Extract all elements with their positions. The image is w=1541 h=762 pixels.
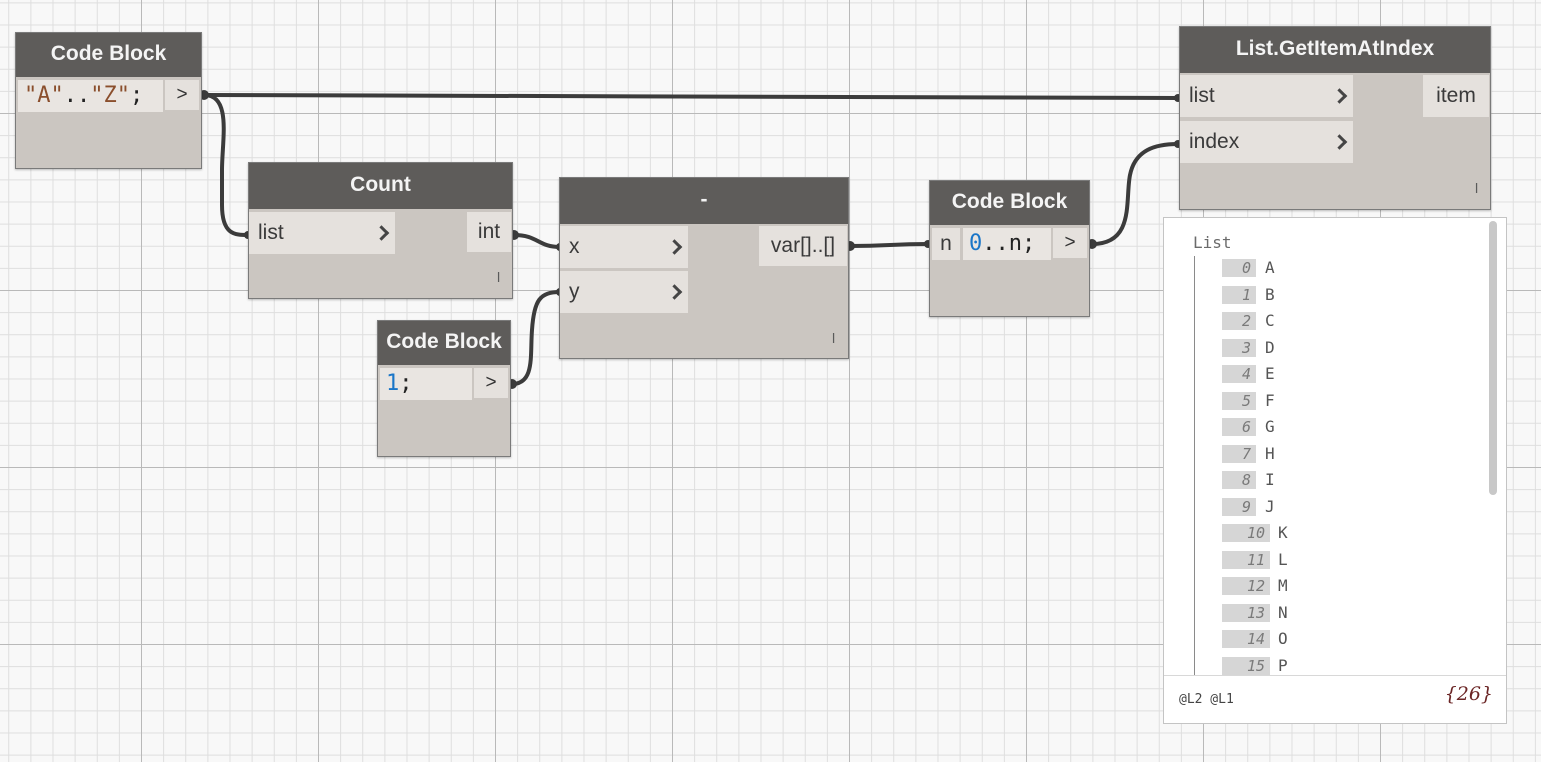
item-index: 11 [1222,550,1270,569]
wire-az-to-getitem-list[interactable] [202,93,1180,100]
item-value: J [1265,496,1275,516]
port-label: list [1189,84,1215,107]
code-editor[interactable]: "A".."Z"; [18,80,163,112]
item-value: E [1265,364,1275,383]
item-index: 5 [1222,391,1256,410]
node-title[interactable]: Count [249,163,512,209]
code-editor[interactable]: 1; [380,368,472,400]
list-header: List [1193,233,1232,252]
node-title[interactable]: Code Block [378,321,510,365]
list-levels[interactable]: @L2 @L1 [1179,692,1234,707]
wire-az-to-count-list[interactable] [202,93,250,237]
item-index: 10 [1222,524,1270,542]
item-value: K [1278,523,1288,542]
item-index: 6 [1222,418,1256,436]
item-value: D [1265,337,1275,357]
output-port-var[interactable]: var[]..[] [759,226,847,266]
code-block-range-node[interactable]: Code Block n 0..n; > [929,180,1090,317]
item-count: {26} [1444,683,1493,705]
item-value: I [1265,470,1275,489]
output-port[interactable]: > [165,80,199,110]
count-node[interactable]: Count list int l [248,162,513,299]
item-value: A [1265,258,1275,277]
item-index: 15 [1222,656,1270,675]
node-title[interactable]: Code Block [16,33,201,77]
lacing-indicator[interactable]: l [497,269,501,285]
input-port-x[interactable]: x [560,226,688,268]
input-port-index[interactable]: index [1180,121,1353,163]
chevron-right-icon [1331,88,1348,104]
item-value: H [1265,443,1275,463]
subtract-node[interactable]: - x y var[]..[] l [559,177,849,359]
node-title[interactable]: List.GetItemAtIndex [1180,27,1490,73]
code-number: 1 [386,371,400,396]
item-value: M [1278,576,1288,595]
lacing-indicator[interactable]: l [1475,180,1479,196]
preview-list[interactable]: List 0 A 1 B 2 C 3 D 4 E 5 [1164,218,1506,678]
item-index: 3 [1222,338,1256,357]
port-label: list [258,221,284,244]
item-value: O [1278,629,1288,648]
code-terminator: ; [399,371,413,396]
port-label: index [1189,130,1240,153]
wire-count-to-subtract-x[interactable] [512,233,562,249]
item-value: C [1265,311,1275,330]
output-port-item[interactable]: item [1423,75,1489,117]
code-number: 0 [969,231,983,256]
item-value: G [1265,417,1275,436]
item-value: B [1265,284,1275,304]
input-port-list[interactable]: list [249,212,395,254]
item-index: 4 [1222,365,1256,383]
code-terminator: ; [130,83,144,108]
chevron-right-icon [666,284,683,300]
item-index: 13 [1222,603,1270,622]
wire-subtract-to-range-n[interactable] [848,242,930,248]
wire-range-to-getitem-index[interactable] [1090,142,1180,246]
lacing-indicator[interactable]: l [832,330,836,346]
code-string-a: "A" [24,83,64,108]
output-port[interactable]: > [474,368,508,398]
item-value: P [1278,655,1288,675]
code-editor[interactable]: 0..n; [963,228,1051,260]
item-index: 7 [1222,444,1256,463]
input-port-list[interactable]: list [1180,75,1353,117]
item-index: 14 [1222,630,1270,648]
output-port[interactable]: > [1053,228,1087,258]
node-title[interactable]: Code Block [930,181,1089,225]
item-value: F [1265,390,1275,410]
chevron-right-icon [1331,134,1348,150]
code-string-z: "Z" [90,83,130,108]
chevron-right-icon [373,225,390,241]
preview-footer: @L2 @L1 {26} [1164,675,1506,723]
node-preview-bubble[interactable]: List 0 A 1 B 2 C 3 D 4 E 5 [1163,217,1507,724]
item-index: 2 [1222,312,1256,330]
item-index: 1 [1222,285,1256,304]
input-port-n[interactable]: n [932,228,960,260]
item-index: 0 [1222,259,1256,277]
chevron-right-icon [666,239,683,255]
code-range-expr: ..n; [982,231,1036,256]
preview-scrollbar[interactable] [1489,221,1497,495]
node-title[interactable]: - [560,178,848,224]
output-port-int[interactable]: int [467,212,511,252]
get-item-at-index-node[interactable]: List.GetItemAtIndex list index item l [1179,26,1491,210]
code-range-op: .. [63,83,91,108]
port-label: x [569,235,580,258]
input-port-y[interactable]: y [560,271,688,313]
item-value: N [1278,602,1288,622]
item-index: 12 [1222,577,1270,595]
tree-line [1194,256,1195,676]
item-index: 9 [1222,497,1256,516]
item-value: L [1278,549,1288,569]
port-label: y [569,280,580,303]
wire-one-to-subtract-y[interactable] [510,290,562,386]
item-index: 8 [1222,471,1256,489]
code-block-one-node[interactable]: Code Block 1; > [377,320,511,457]
code-block-az-node[interactable]: Code Block "A".."Z"; > [15,32,202,169]
